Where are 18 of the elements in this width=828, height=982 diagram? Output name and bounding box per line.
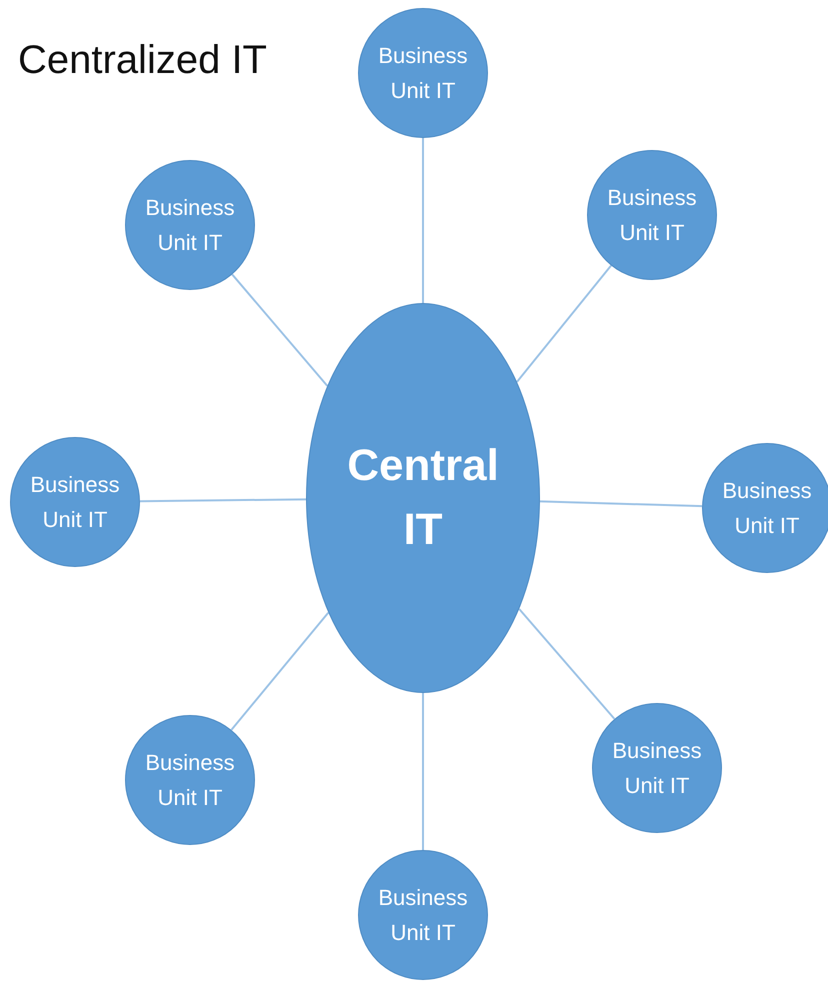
connector-line bbox=[140, 498, 306, 502]
connector-line bbox=[518, 608, 616, 720]
connector-line bbox=[422, 693, 424, 850]
unit-label: Business Unit IT bbox=[144, 748, 236, 812]
connector-line bbox=[230, 612, 330, 731]
hub-label: Central IT bbox=[346, 440, 500, 556]
unit-label: Business Unit IT bbox=[611, 736, 703, 800]
unit-label: Business Unit IT bbox=[144, 194, 236, 257]
unit-label: Business Unit IT bbox=[29, 470, 121, 534]
unit-label: Business Unit IT bbox=[377, 42, 469, 105]
unit-label: Business Unit IT bbox=[606, 184, 698, 247]
diagram-title: Centralized IT bbox=[18, 38, 267, 83]
unit-label: Business Unit IT bbox=[377, 884, 469, 947]
connector-line bbox=[540, 500, 702, 508]
unit-label: Business Unit IT bbox=[721, 476, 813, 540]
connector-line bbox=[422, 138, 424, 303]
connector-line bbox=[516, 264, 612, 382]
connector-line bbox=[231, 274, 328, 386]
